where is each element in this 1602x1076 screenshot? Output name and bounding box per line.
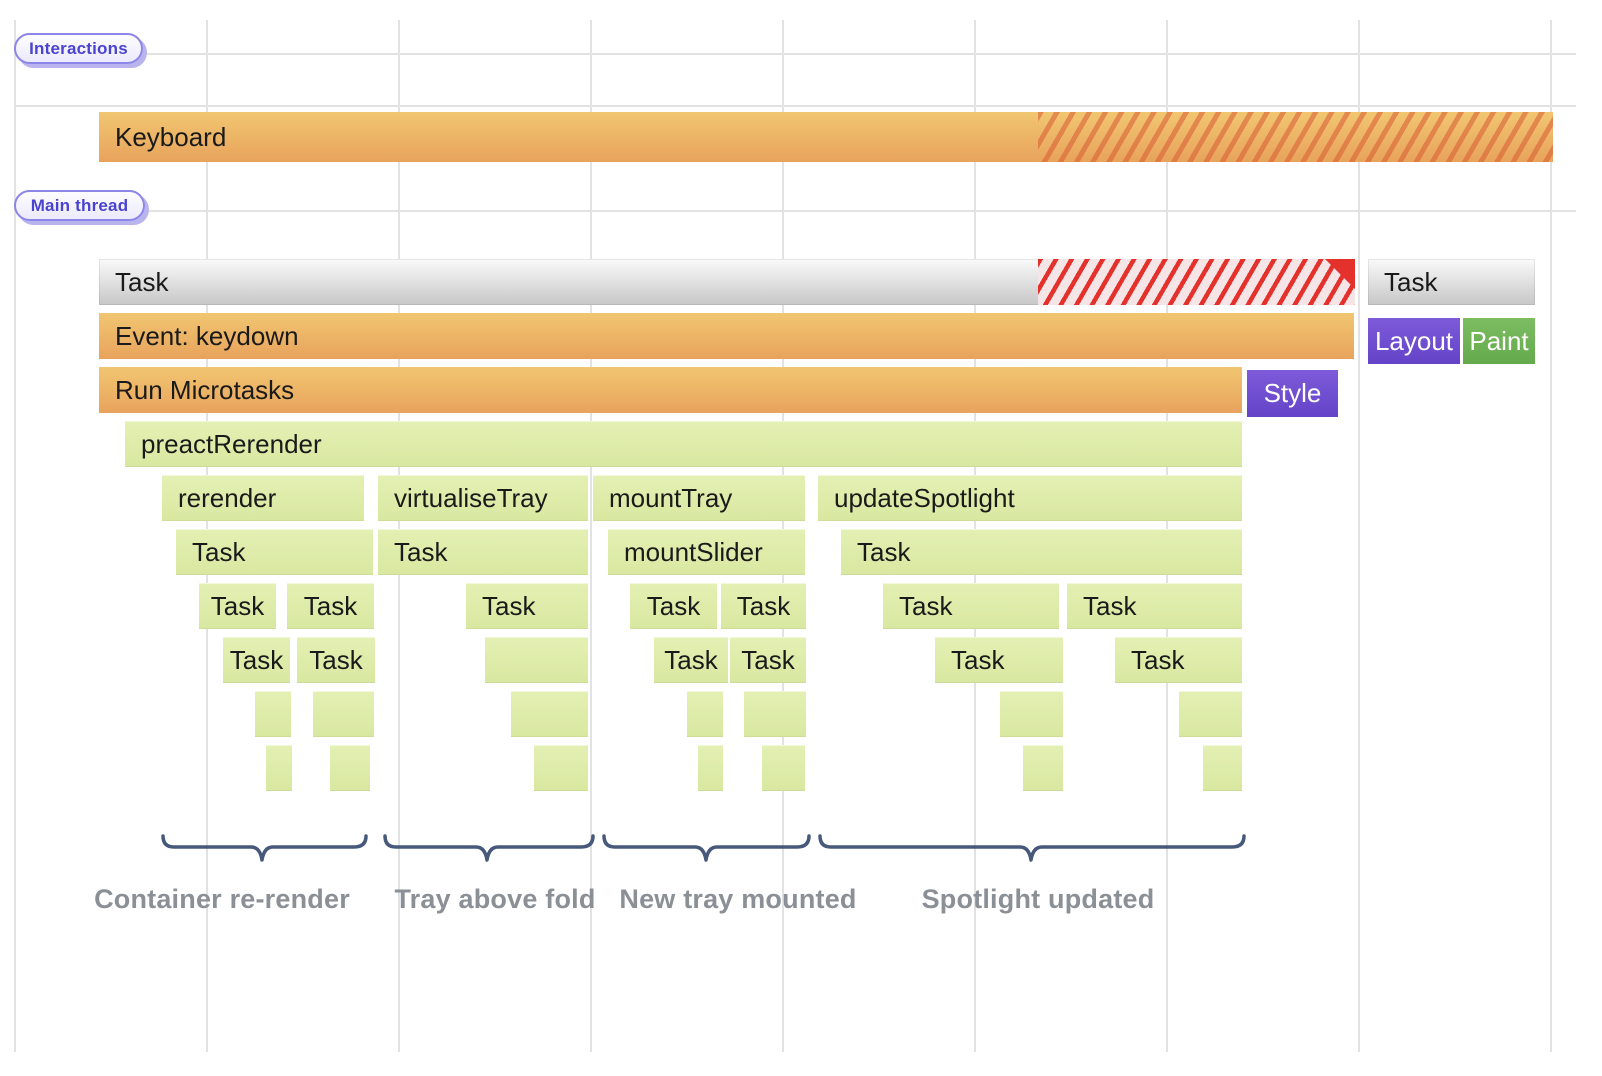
- flame-bar-anon[interactable]: [511, 691, 588, 737]
- flame-bar-updatespotlight[interactable]: updateSpotlight: [818, 475, 1242, 521]
- flame-bar-task[interactable]: Task: [99, 259, 1355, 305]
- flame-bar-anon[interactable]: [744, 691, 806, 737]
- flame-bar-style[interactable]: Style: [1247, 370, 1338, 417]
- flame-bar-anon[interactable]: [1179, 691, 1242, 737]
- flame-bar-layout[interactable]: Layout: [1368, 318, 1460, 364]
- grid-line-vertical: [590, 20, 592, 1052]
- flame-bar-anon[interactable]: [1203, 745, 1242, 791]
- track-badge-interactions[interactable]: Interactions: [14, 33, 143, 64]
- long-task-corner-icon: [1325, 259, 1355, 289]
- flame-bar-task[interactable]: Task: [883, 583, 1059, 629]
- flame-bar-anon[interactable]: [762, 745, 805, 791]
- flame-bar-anon[interactable]: [485, 637, 588, 683]
- flame-bar-rerender[interactable]: rerender: [162, 475, 364, 521]
- flame-bar-virtualisetray[interactable]: virtualiseTray: [378, 475, 588, 521]
- flame-bar-task[interactable]: Task: [654, 637, 728, 683]
- flame-bar-task[interactable]: Task: [730, 637, 806, 683]
- flame-bar-task[interactable]: Task: [297, 637, 375, 683]
- flame-bar-paint[interactable]: Paint: [1463, 318, 1535, 364]
- hatched-overrun-region: [1038, 259, 1355, 305]
- flame-bar-anon[interactable]: [255, 691, 291, 737]
- flame-bar-mounttray[interactable]: mountTray: [593, 475, 805, 521]
- flame-bar-task[interactable]: Task: [1115, 637, 1242, 683]
- hatched-overrun-region: [1038, 112, 1553, 162]
- brace-annotation: [602, 834, 811, 862]
- track-badge-main-thread-label: Main thread: [30, 195, 129, 215]
- flame-bar-anon[interactable]: [1023, 745, 1063, 791]
- grid-line-horizontal: [15, 53, 1576, 55]
- annotation-label-spotlight-updated: Spotlight updated: [921, 884, 1155, 914]
- flame-bar-anon[interactable]: [1000, 691, 1063, 737]
- flame-bar-task[interactable]: Task: [176, 529, 373, 575]
- flame-bar-anon[interactable]: [698, 745, 723, 791]
- flame-bar-task[interactable]: Task: [466, 583, 588, 629]
- brace-annotation: [161, 834, 368, 862]
- flame-bar-run-microtasks[interactable]: Run Microtasks: [99, 367, 1242, 413]
- flame-bar-anon[interactable]: [313, 691, 374, 737]
- flame-bar-anon[interactable]: [330, 745, 370, 791]
- flame-bar-task[interactable]: Task: [378, 529, 588, 575]
- flame-bar-anon[interactable]: [534, 745, 588, 791]
- annotation-label-tray-above-fold: Tray above fold: [394, 884, 596, 914]
- annotation-label-container-re-render: Container re-render: [94, 884, 350, 914]
- flame-bar-preactrerender[interactable]: preactRerender: [125, 421, 1242, 467]
- annotation-label-new-tray-mounted: New tray mounted: [619, 884, 857, 914]
- flame-bar-task[interactable]: Task: [223, 637, 290, 683]
- grid-line-horizontal: [15, 210, 1576, 212]
- flame-bar-event-keydown[interactable]: Event: keydown: [99, 313, 1354, 359]
- grid-line-vertical: [1358, 20, 1360, 1052]
- flame-bar-mountslider[interactable]: mountSlider: [608, 529, 805, 575]
- flame-bar-task[interactable]: Task: [721, 583, 806, 629]
- grid-line-vertical: [14, 20, 16, 1052]
- flame-bar-keyboard[interactable]: Keyboard: [99, 112, 1553, 162]
- flame-bar-task[interactable]: Task: [630, 583, 717, 629]
- flame-bar-task[interactable]: Task: [1368, 259, 1535, 305]
- grid-line-horizontal: [15, 105, 1576, 107]
- flame-bar-task[interactable]: Task: [935, 637, 1063, 683]
- brace-annotation: [383, 834, 595, 862]
- flame-bar-task[interactable]: Task: [199, 583, 276, 629]
- flame-bar-task[interactable]: Task: [841, 529, 1242, 575]
- flame-bar-anon[interactable]: [687, 691, 723, 737]
- grid-line-vertical: [1550, 20, 1552, 1052]
- flame-bar-task[interactable]: Task: [1067, 583, 1242, 629]
- brace-annotation: [818, 834, 1246, 862]
- track-badge-interactions-label: Interactions: [29, 38, 128, 58]
- flame-bar-anon[interactable]: [266, 745, 292, 791]
- track-badge-main-thread[interactable]: Main thread: [14, 190, 145, 221]
- flame-bar-task[interactable]: Task: [287, 583, 374, 629]
